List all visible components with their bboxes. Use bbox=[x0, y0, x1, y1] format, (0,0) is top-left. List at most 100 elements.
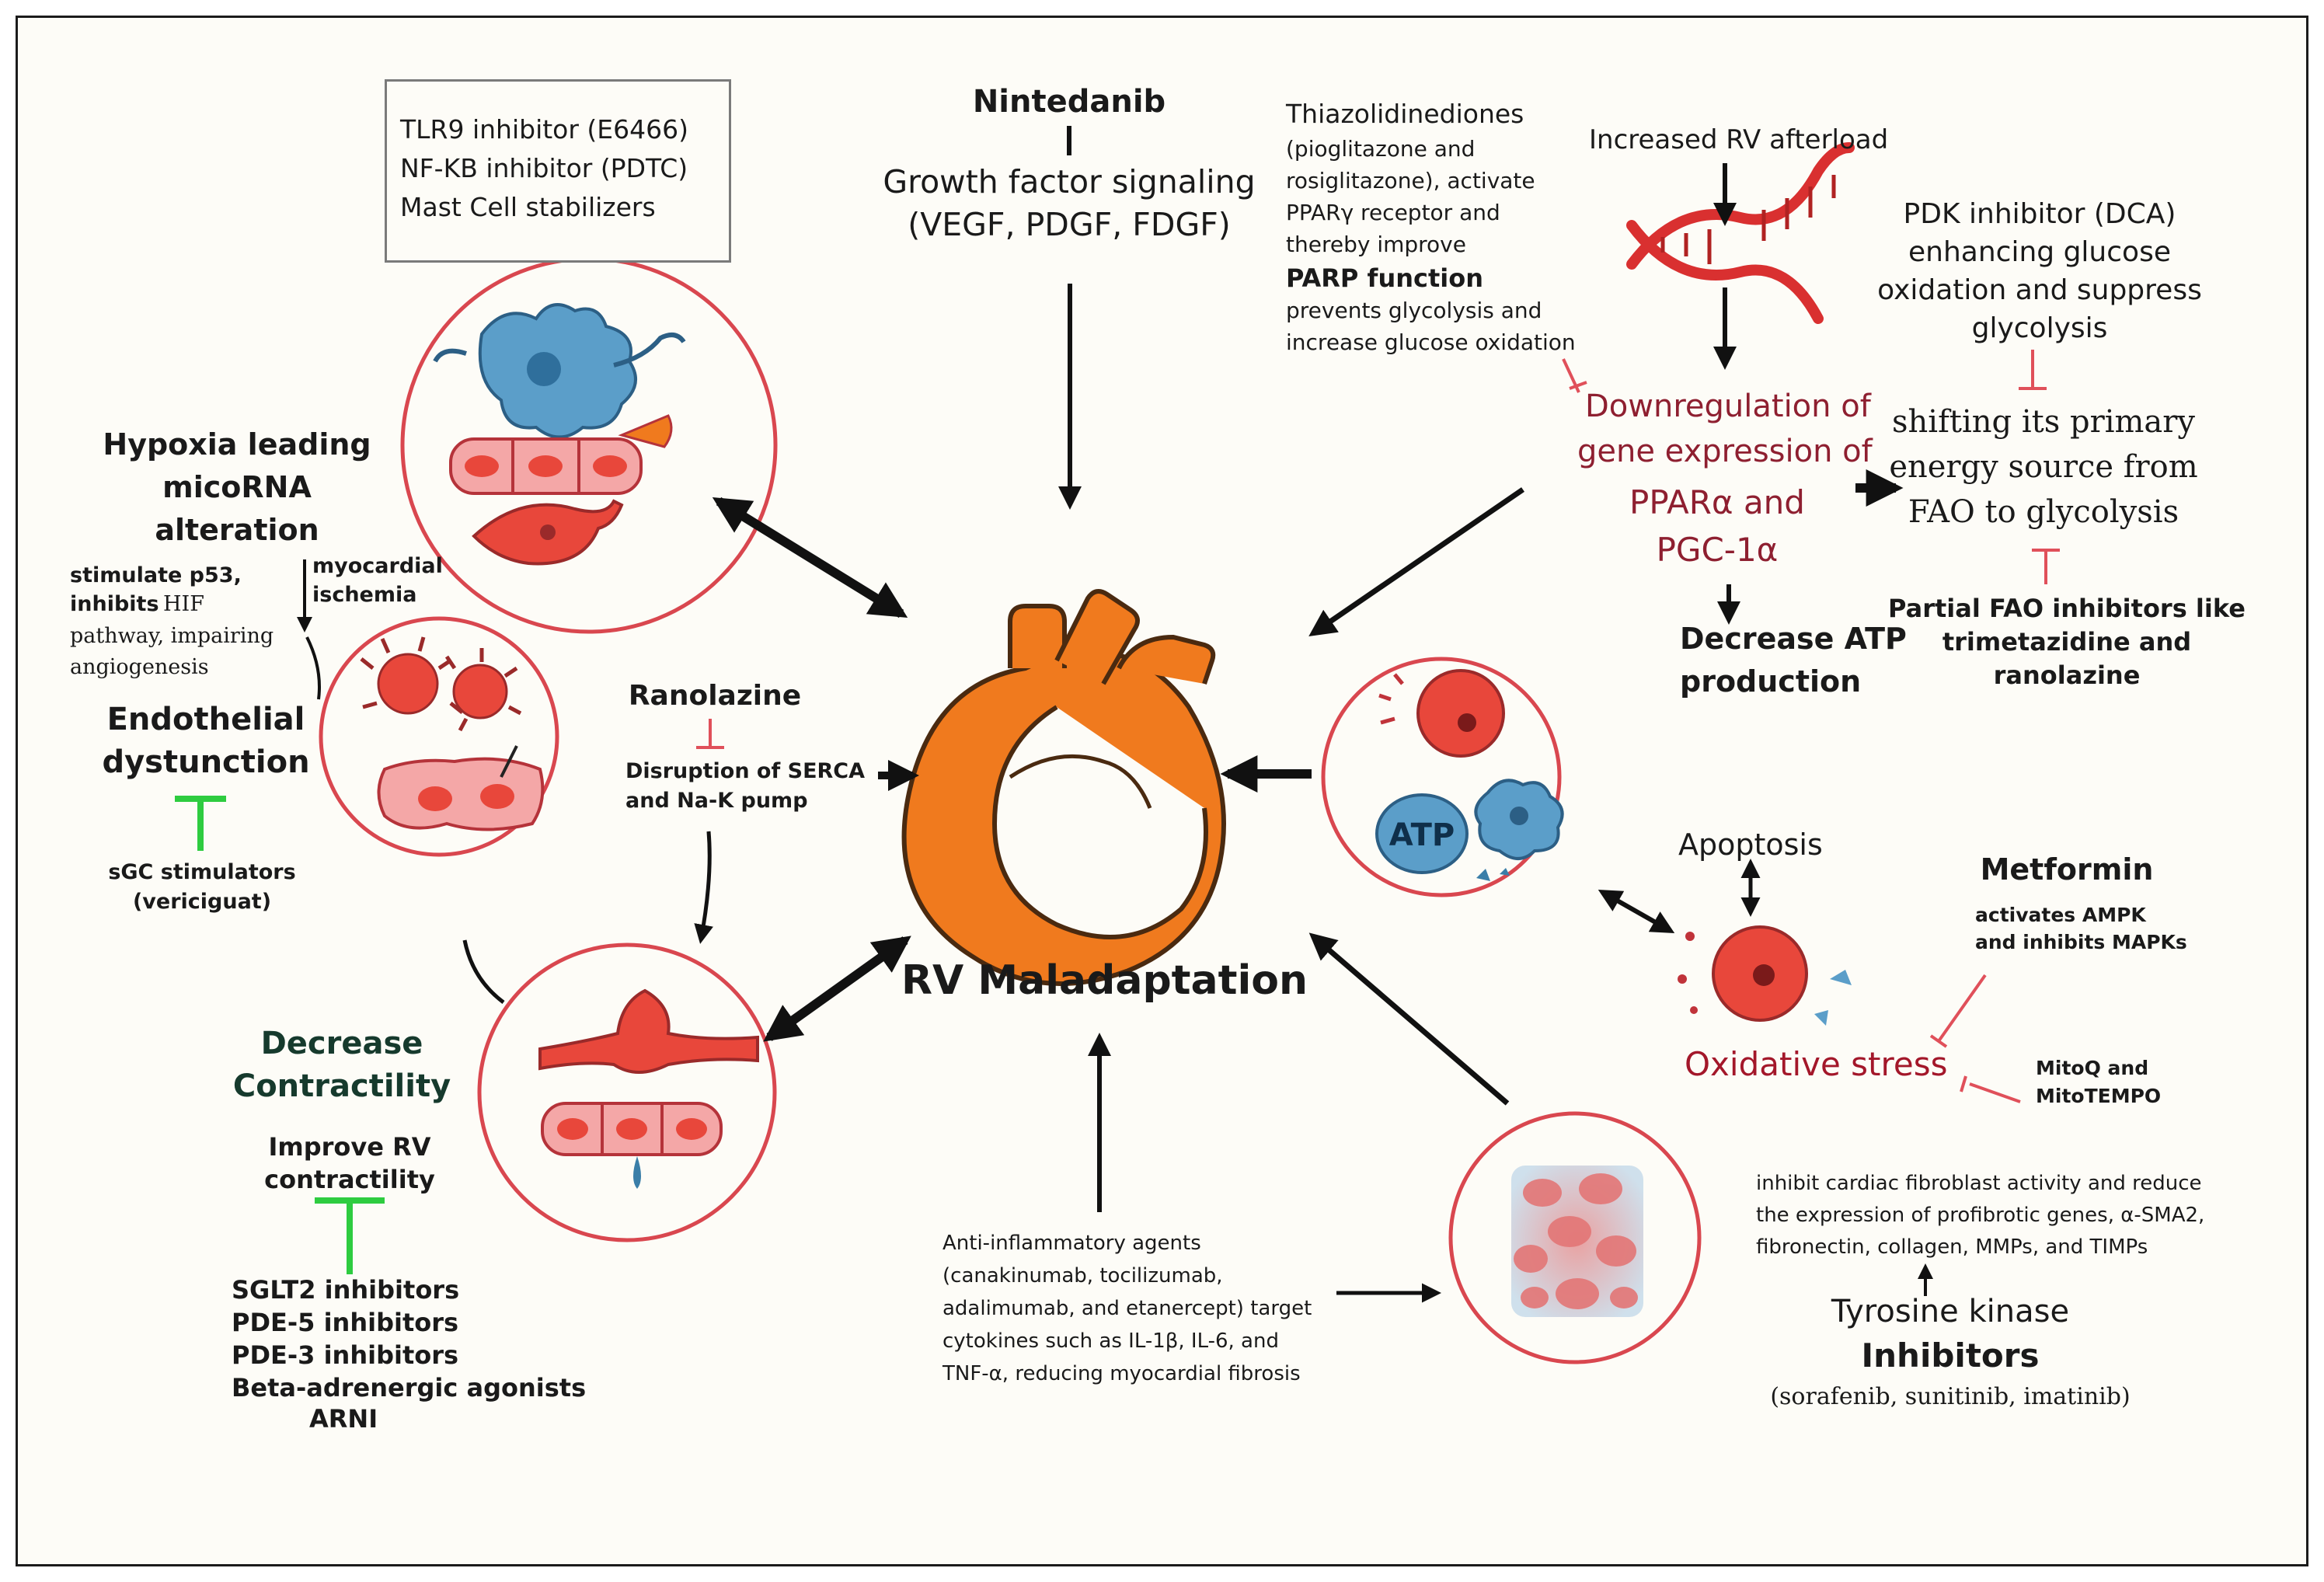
smooth-muscle-cell-icon bbox=[472, 499, 624, 566]
metformin-label: Metformin bbox=[1980, 852, 2154, 887]
anti-inflammatory-line5: TNF-α, reducing myocardial fibrosis bbox=[942, 1362, 1301, 1385]
fibroblast-line3: fibronectin, collagen, MMPs, and TIMPs bbox=[1756, 1235, 2148, 1259]
metformin-line2: and inhibits MAPKs bbox=[1975, 931, 2187, 953]
thiazolidinediones-line6: prevents glycolysis and bbox=[1286, 298, 1542, 323]
pdk-inhibitor-line3: oxidation and suppress bbox=[1877, 274, 2202, 306]
thiazolidinediones-title: Thiazolidinediones bbox=[1286, 99, 1524, 129]
afterload-label: Increased RV afterload bbox=[1589, 124, 1889, 155]
tki-line3: (sorafenib, sunitinib, imatinib) bbox=[1770, 1383, 2131, 1410]
vessel-icon bbox=[538, 988, 759, 1074]
blue-dendritic-cell-icon bbox=[433, 303, 686, 439]
ischemia-line1: myocardial bbox=[312, 554, 443, 578]
arni-label: ARNI bbox=[309, 1404, 378, 1434]
oxidative-stress-label: Oxidative stress bbox=[1685, 1045, 1948, 1083]
nintedanib-label: Nintedanib bbox=[972, 84, 1166, 120]
pdk-inhibitor-line2: enhancing glucose bbox=[1908, 236, 2171, 268]
atp-icon: ATP bbox=[1375, 793, 1469, 874]
decrease-atp-line2: production bbox=[1680, 664, 1862, 699]
heart-icon bbox=[901, 589, 1226, 986]
atp-label: ATP bbox=[1389, 817, 1455, 853]
partial-fao-line2: trimetazidine and bbox=[1942, 627, 2192, 657]
beta-agonist-label: Beta-adrenergic agonists bbox=[232, 1373, 587, 1403]
ranolazine-line1: Disruption of SERCA bbox=[625, 759, 866, 783]
oxidative-cell-icon bbox=[1678, 925, 1852, 1026]
partial-fao-line1: Partial FAO inhibitors like bbox=[1888, 594, 2246, 623]
hypoxia-line2: micoRNA bbox=[162, 470, 312, 504]
sgc-line2: (vericiguat) bbox=[132, 890, 272, 914]
endothelial-line2: dystunction bbox=[102, 744, 310, 780]
apoptosis-label: Apoptosis bbox=[1678, 828, 1823, 862]
circle-fibrosis bbox=[1448, 1111, 1702, 1364]
ranolazine-line2: and Na-K pump bbox=[625, 789, 808, 813]
fibroblast-line2: the expression of profibrotic genes, α-S… bbox=[1756, 1204, 2205, 1227]
decrease-contractility-line2: Contractility bbox=[232, 1068, 451, 1104]
growth-factor-list: (VEGF, PDGF, FDGF) bbox=[908, 206, 1231, 243]
thiazolidinediones-line7: increase glucose oxidation bbox=[1286, 329, 1576, 355]
platelet-cells-icon bbox=[360, 636, 522, 732]
growth-factor-label: Growth factor signaling bbox=[883, 163, 1256, 200]
arrows bbox=[297, 126, 1933, 1303]
hif-label: HIF bbox=[163, 592, 204, 616]
tki-line1: Tyrosine kinase bbox=[1831, 1294, 2070, 1329]
p53-line4: angiogenesis bbox=[70, 655, 209, 679]
fibrotic-tissue-icon bbox=[1514, 1173, 1638, 1309]
rv-maladaptation-title: RV Maladaptation bbox=[901, 957, 1308, 1004]
anti-inflammatory-line1: Anti-inflammatory agents bbox=[942, 1232, 1201, 1255]
red-cell-icon bbox=[1378, 669, 1505, 758]
hypoxia-line1: Hypoxia leading bbox=[103, 427, 371, 462]
anti-inflammatory-line2: (canakinumab, tocilizumab, bbox=[942, 1264, 1223, 1288]
p53-line3: pathway, impairing bbox=[70, 624, 274, 648]
circle-apoptosis: ATP bbox=[1321, 657, 1564, 897]
anti-inflammatory-line4: cytokines such as IL-1β, IL-6, and bbox=[942, 1329, 1279, 1353]
improve-rv-line1: Improve RV bbox=[268, 1132, 431, 1162]
downregulation-line1: Downregulation of bbox=[1585, 389, 1871, 424]
shift-line2: energy source from bbox=[1889, 449, 2198, 485]
mast-cell-text: Mast Cell stabilizers bbox=[400, 192, 656, 222]
thiazolidinediones-line2: (pioglitazone and bbox=[1286, 136, 1476, 162]
partial-fao-line3: ranolazine bbox=[1993, 660, 2141, 690]
sgc-line1: sGC stimulators bbox=[108, 860, 296, 884]
decrease-atp-line1: Decrease ATP bbox=[1680, 622, 1907, 656]
pde5-label: PDE-5 inhibitors bbox=[232, 1308, 459, 1337]
pdk-inhibitor-line4: glycolysis bbox=[1971, 312, 2108, 344]
circle-decrease-contractility bbox=[477, 943, 777, 1242]
immune-inhibitors-box bbox=[385, 79, 731, 263]
shift-line1: shifting its primary bbox=[1892, 404, 2195, 440]
dna-helix-icon bbox=[1626, 142, 1855, 324]
metformin-line1: activates AMPK bbox=[1975, 904, 2146, 926]
tki-line2: Inhibitors bbox=[1861, 1336, 2040, 1375]
pgc-label: PGC-1α bbox=[1656, 531, 1779, 569]
myocyte-chain-icon bbox=[541, 1102, 723, 1189]
thiazolidinediones-line4: PPARγ receptor and bbox=[1286, 200, 1500, 225]
inhibition-marks bbox=[175, 350, 2060, 1274]
decrease-contractility-line1: Decrease bbox=[260, 1026, 423, 1061]
ranolazine-label: Ranolazine bbox=[628, 680, 802, 712]
nfkb-inhibitor-text: NF-KB inhibitor (PDTC) bbox=[400, 153, 688, 183]
circle-endothelial-dysfunction bbox=[319, 616, 559, 857]
mitoq-line2: MitoTEMPO bbox=[2036, 1085, 2162, 1107]
hypoxia-line3: alteration bbox=[155, 513, 319, 547]
parp-function-label: PARP function bbox=[1286, 263, 1483, 293]
blue-cell-icon bbox=[1474, 779, 1564, 881]
mitoq-line1: MitoQ and bbox=[2036, 1057, 2149, 1079]
sglt2-label: SGLT2 inhibitors bbox=[232, 1275, 460, 1305]
ppar-alpha-label: PPARα and bbox=[1629, 483, 1805, 521]
thiazolidinediones-line5: thereby improve bbox=[1286, 232, 1466, 257]
circle-immune-cells bbox=[400, 256, 778, 634]
damaged-endothelial-icon bbox=[377, 745, 545, 831]
p53-line2: inhibits bbox=[70, 592, 159, 616]
downregulation-line2: gene expression of bbox=[1577, 434, 1873, 469]
improve-rv-line2: contractility bbox=[264, 1165, 435, 1194]
tlr9-inhibitor-text: TLR9 inhibitor (E6466) bbox=[400, 114, 689, 145]
pde3-label: PDE-3 inhibitors bbox=[232, 1340, 459, 1370]
endothelial-line1: Endothelial bbox=[106, 702, 305, 737]
ischemia-line2: ischemia bbox=[312, 583, 417, 607]
fibroblast-line1: inhibit cardiac fibroblast activity and … bbox=[1756, 1172, 2202, 1195]
endothelial-cells-icon bbox=[449, 414, 673, 495]
anti-inflammatory-line3: adalimumab, and etanercept) target bbox=[942, 1297, 1312, 1320]
shift-line3: FAO to glycolysis bbox=[1908, 494, 2179, 530]
thiazolidinediones-line3: rosiglitazone), activate bbox=[1286, 168, 1535, 193]
p53-line1: stimulate p53, bbox=[70, 563, 242, 587]
pdk-inhibitor-line1: PDK inhibitor (DCA) bbox=[1903, 198, 2176, 230]
